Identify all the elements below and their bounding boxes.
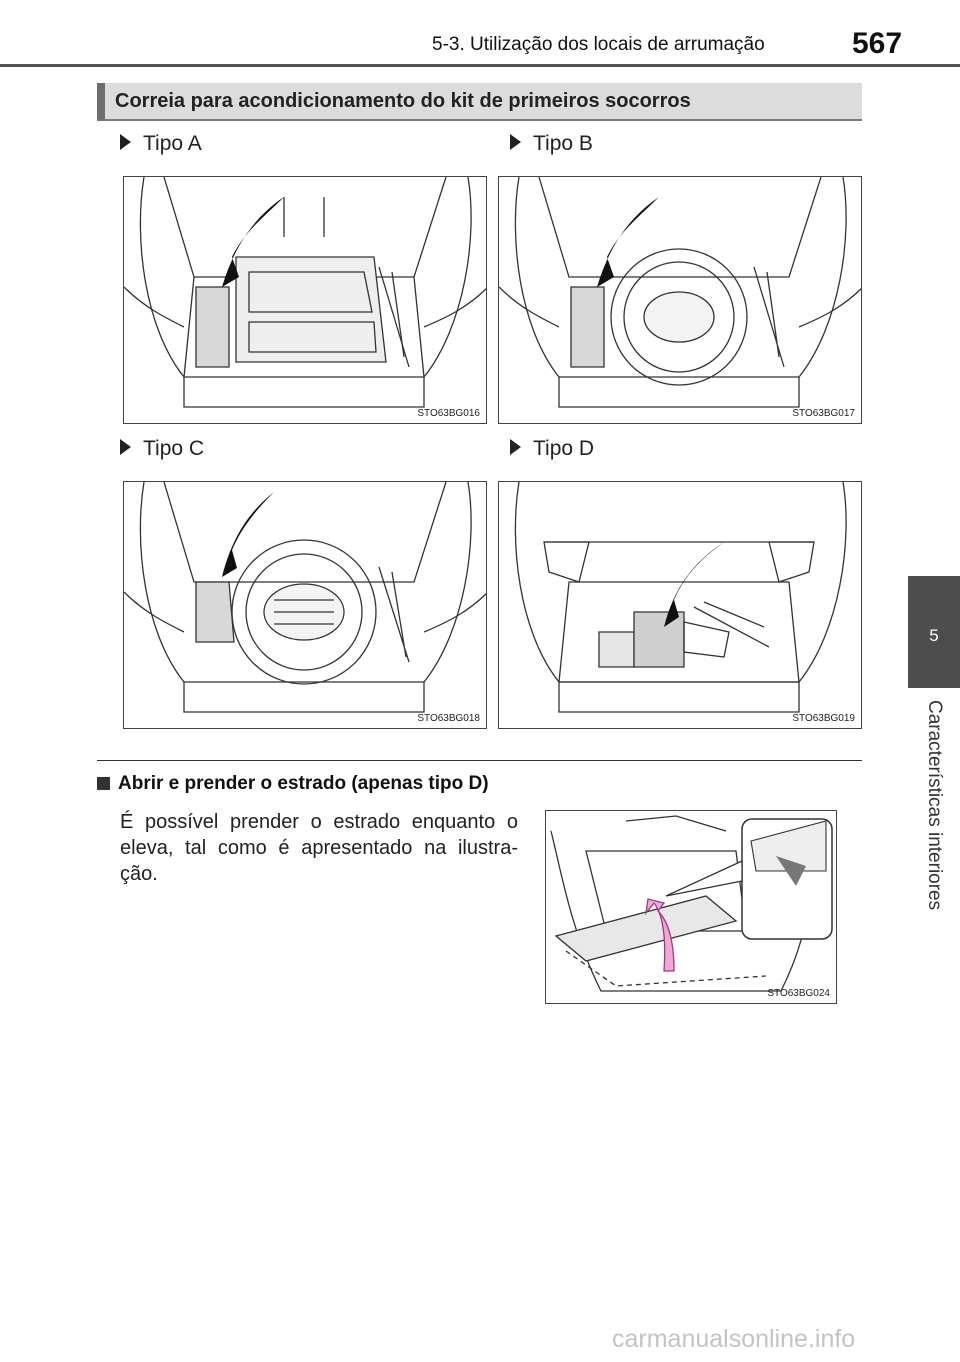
bullet-triangle-icon (120, 439, 131, 456)
image-code: STO63BG016 (417, 408, 480, 419)
trunk-illustration (124, 177, 486, 408)
type-label-c: Tipo C (120, 437, 204, 461)
trunk-illustration (514, 482, 847, 713)
type-label-text: Tipo A (143, 132, 202, 155)
illustration-type-a: STO63BG016 (123, 176, 487, 424)
subsection-heading: Abrir e prender o estrado (apenas tipo D… (97, 773, 489, 795)
header-section-title: 5-3. Utilização dos locais de arrumação (432, 34, 765, 55)
trunk-illustration (499, 177, 861, 408)
trunk-illustration (124, 482, 486, 713)
lift-arrow-icon (645, 898, 675, 972)
section-divider (97, 760, 862, 761)
heading-accent (97, 83, 105, 119)
illustration-type-c: STO63BG018 (123, 481, 487, 729)
square-bullet-icon (97, 777, 110, 790)
illustration-deck-board: STO63BG024 (545, 810, 837, 1004)
bullet-triangle-icon (120, 134, 131, 151)
section-heading-bar: Correia para acondicionamento do kit de … (97, 83, 862, 121)
watermark: carmanualsonline.info (612, 1325, 856, 1353)
image-code: STO63BG018 (417, 713, 480, 724)
chapter-title: Características interiores (924, 700, 945, 911)
illustration-type-d: STO63BG019 (498, 481, 862, 729)
header-rule (0, 64, 960, 67)
bullet-triangle-icon (510, 134, 521, 151)
image-code: STO63BG019 (792, 713, 855, 724)
section-heading: Correia para acondicionamento do kit de … (115, 90, 691, 112)
type-label-b: Tipo B (510, 132, 593, 156)
page-number: 567 (852, 27, 903, 60)
type-label-text: Tipo B (533, 132, 593, 155)
type-label-d: Tipo D (510, 437, 594, 461)
type-label-a: Tipo A (120, 132, 202, 156)
deck-board-illustration (550, 815, 833, 992)
bullet-triangle-icon (510, 439, 521, 456)
image-code: STO63BG017 (792, 408, 855, 419)
type-label-text: Tipo D (533, 437, 595, 460)
chapter-number: 5 (929, 626, 939, 645)
image-code: STO63BG024 (767, 988, 830, 999)
type-label-text: Tipo C (143, 437, 205, 460)
subsection-body: É possível prender o estrado enquanto o … (120, 811, 518, 885)
chapter-tab: 5 (908, 576, 960, 688)
illustration-type-b: STO63BG017 (498, 176, 862, 424)
subsection-heading-text: Abrir e prender o estrado (apenas tipo D… (118, 773, 489, 794)
